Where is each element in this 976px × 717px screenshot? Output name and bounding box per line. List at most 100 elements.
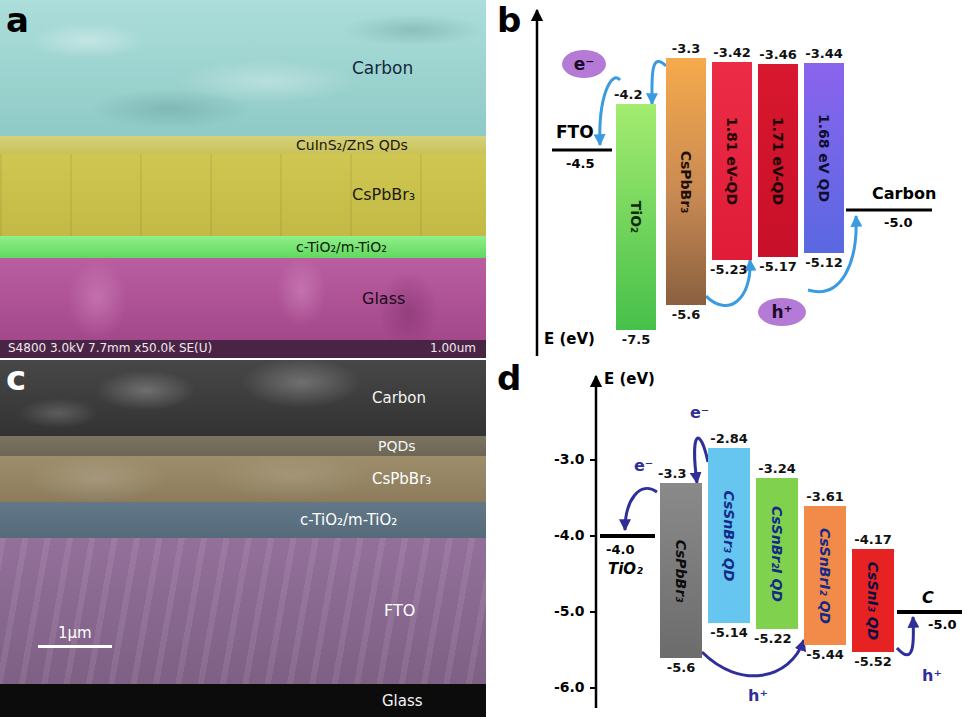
layer-band: Glass bbox=[0, 684, 486, 717]
layer-band: PQDs bbox=[0, 436, 486, 456]
energy-value: -5.6 bbox=[672, 307, 700, 323]
energy-value: -3.3 bbox=[672, 41, 700, 57]
layer-band: FTO bbox=[0, 538, 486, 684]
energy-band-bar: -4.2TiO₂-7.5 bbox=[616, 104, 656, 330]
axis-tick bbox=[590, 535, 596, 537]
energy-value: -5.52 bbox=[854, 654, 891, 670]
energy-band-bar: -3.461.71 eV-QD-5.17 bbox=[758, 64, 798, 257]
layer-label: PQDs bbox=[378, 438, 416, 455]
carrier-label: e⁻ bbox=[574, 54, 595, 74]
material-label: CsSnBr₃ QD bbox=[721, 490, 738, 581]
hole-arrow bbox=[897, 617, 913, 655]
material-label: CsPbBr₃ bbox=[678, 150, 695, 213]
material-label: 1.81 eV-QD bbox=[724, 117, 741, 205]
electron-arrow bbox=[625, 488, 657, 530]
sem-info-bar bbox=[0, 340, 486, 358]
energy-value: -3.24 bbox=[758, 461, 795, 477]
axis-tick bbox=[590, 687, 596, 689]
carrier-label: h⁺ bbox=[922, 666, 942, 685]
energy-value: -5.44 bbox=[806, 647, 843, 663]
panel-letter: c bbox=[6, 358, 26, 399]
energy-value: -5.6 bbox=[667, 660, 695, 676]
energy-value: -3.3 bbox=[658, 466, 686, 482]
energy-value: -5.17 bbox=[759, 259, 796, 275]
axis-tick bbox=[590, 459, 596, 461]
energy-axis bbox=[536, 10, 539, 356]
tick-label: -3.0 bbox=[554, 451, 585, 468]
carrier-label: h⁺ bbox=[748, 686, 768, 705]
energy-band-bar: -3.421.81 eV-QD-5.23 bbox=[712, 62, 752, 260]
energy-band-bar: -3.61CsSnBrI₂ QD-5.44 bbox=[804, 506, 846, 645]
energy-value: -5.0 bbox=[884, 215, 912, 231]
energy-value: -5.23 bbox=[710, 262, 747, 278]
material-label: 1.71 eV-QD bbox=[770, 116, 787, 204]
energy-value: -4.2 bbox=[614, 87, 642, 103]
layer-label: FTO bbox=[384, 601, 415, 620]
energy-value: -3.46 bbox=[759, 47, 796, 63]
energy-band-bar: -4.17CsSnI₃ QD-5.52 bbox=[852, 549, 894, 652]
axis-tick bbox=[590, 611, 596, 613]
carbon-level bbox=[846, 209, 932, 212]
tick-label: -6.0 bbox=[554, 679, 585, 696]
carrier-label: e⁻ bbox=[634, 456, 653, 475]
panel-letter: b bbox=[497, 0, 521, 41]
energy-value: -4.0 bbox=[606, 542, 634, 558]
layer-band: CuInS₂/ZnS QDs bbox=[0, 136, 486, 154]
energy-value: -4.17 bbox=[854, 532, 891, 548]
energy-value: -5.0 bbox=[928, 617, 956, 633]
energy-band-bar: -3.3CsPbBr₃-5.6 bbox=[666, 58, 706, 305]
carrier-ellipse: h⁺ bbox=[758, 298, 806, 326]
level-label: C bbox=[922, 588, 934, 607]
level-label: FTO bbox=[556, 122, 594, 142]
energy-axis bbox=[595, 376, 598, 708]
layer-label: Glass bbox=[382, 692, 423, 710]
tick-label: -5.0 bbox=[554, 603, 585, 620]
carrier-label: e⁻ bbox=[690, 403, 709, 422]
tick-label: -4.0 bbox=[554, 527, 585, 544]
carbon-level bbox=[897, 610, 962, 614]
layer-band: Glass bbox=[0, 258, 486, 340]
energy-value: -5.14 bbox=[710, 625, 747, 641]
fto-level bbox=[552, 149, 612, 152]
material-label: 1.68 eV QD bbox=[816, 114, 833, 202]
tio2-level bbox=[600, 534, 655, 538]
material-label: CsSnI₃ QD bbox=[865, 561, 882, 639]
energy-band-bar: -2.84CsSnBr₃ QD-5.14 bbox=[708, 448, 750, 623]
carrier-ellipse: e⁻ bbox=[562, 50, 606, 78]
layer-label: CuInS₂/ZnS QDs bbox=[296, 137, 408, 154]
energy-value: -3.61 bbox=[806, 489, 843, 505]
layer-band: c-TiO₂/m-TiO₂ bbox=[0, 502, 486, 538]
layer-label: c-TiO₂/m-TiO₂ bbox=[300, 511, 397, 529]
energy-band-bar: -3.24CsSnBr₂I QD-5.22 bbox=[756, 478, 798, 629]
material-label: CsSnBrI₂ QD bbox=[817, 528, 834, 624]
layer-label: Carbon bbox=[372, 389, 426, 407]
energy-value: -2.84 bbox=[710, 431, 747, 447]
scale-text: 1.00um bbox=[430, 341, 476, 355]
layer-label: c-TiO₂/m-TiO₂ bbox=[296, 239, 387, 256]
layer-label: Carbon bbox=[352, 58, 413, 78]
layer-band: CsPbBr₃ bbox=[0, 154, 486, 236]
panel-letter: a bbox=[6, 0, 29, 41]
transfer-arrow bbox=[695, 438, 708, 483]
layer-band: CsPbBr₃ bbox=[0, 456, 486, 502]
instrument-info: S4800 3.0kV 7.7mm x50.0k SE(U) bbox=[8, 341, 212, 355]
energy-value: -3.44 bbox=[805, 46, 842, 62]
energy-value: -5.12 bbox=[805, 255, 842, 271]
transfer-arrow bbox=[706, 260, 750, 306]
material-label: CsSnBr₂I QD bbox=[769, 506, 786, 602]
energy-value: -7.5 bbox=[622, 332, 650, 348]
layer-label: Glass bbox=[362, 289, 405, 308]
material-label: TiO₂ bbox=[628, 201, 645, 233]
transfer-arrow bbox=[652, 61, 666, 104]
level-label: Carbon bbox=[872, 184, 936, 203]
material-label: CsPbBr₃ bbox=[673, 539, 690, 602]
energy-value: -3.42 bbox=[713, 45, 750, 61]
layer-label: CsPbBr₃ bbox=[352, 185, 415, 204]
layer-label: CsPbBr₃ bbox=[372, 470, 431, 488]
axis-title: E (eV) bbox=[604, 370, 655, 388]
layer-band: c-TiO₂/m-TiO₂ bbox=[0, 236, 486, 258]
scale-bar-label: 1μm bbox=[38, 624, 112, 648]
layer-band: Carbon bbox=[0, 0, 486, 136]
panel-letter: d bbox=[497, 358, 521, 399]
